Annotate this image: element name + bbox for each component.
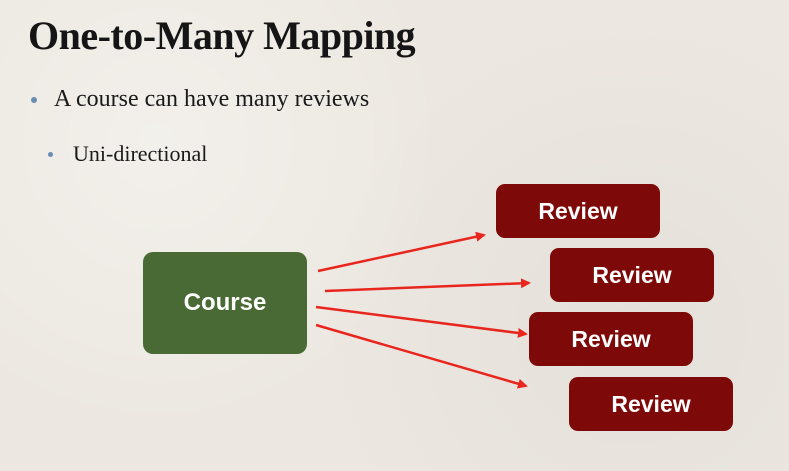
review-entity-box: Review [569,377,733,431]
arrow-to-review-2 [324,278,531,293]
arrow-to-review-1 [317,231,486,273]
bullet-item: A course can have many reviews [31,86,369,113]
review-label: Review [538,197,618,224]
review-label: Review [592,261,672,288]
sub-bullet-text: Uni-directional [73,141,208,166]
bullet-dot-icon [48,151,53,157]
arrow-to-review-3 [315,305,528,338]
course-entity-box: Course [143,252,307,354]
review-entity-box: Review [496,184,660,238]
review-entity-box: Review [529,312,693,366]
bullet-dot-icon [31,96,37,103]
arrow-to-review-4 [315,323,528,389]
review-label: Review [571,325,651,352]
sub-bullet-item: Uni-directional [48,141,207,167]
course-label: Course [183,289,267,316]
review-entity-box: Review [550,248,714,302]
review-label: Review [611,390,691,417]
slide-title: One-to-Many Mapping [28,13,416,58]
bullet-text: A course can have many reviews [54,86,370,112]
